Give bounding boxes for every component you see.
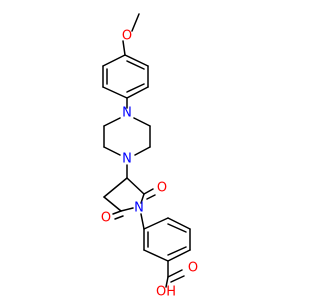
bond-c-oh: [165, 276, 169, 288]
bond-co-double-1: [167, 269, 183, 278]
bond-n-c5: [120, 207, 134, 212]
chemical-structure-diagram: O N N O N O O OH: [101, 13, 198, 300]
bond-ring2-inner-1: [167, 223, 187, 233]
bond-pip-a: [133, 117, 151, 127]
atom-n-imide: N: [134, 201, 144, 216]
bond-methyl-o: [131, 13, 140, 32]
atom-n-piperazine-top: N: [122, 106, 132, 121]
bond-c4-c3: [103, 177, 128, 198]
atom-o-upper-carbonyl: O: [157, 181, 167, 196]
atom-label-layer: O N N O N O O OH: [101, 29, 198, 300]
bond-ring1-d: [102, 86, 128, 99]
atom-o-methoxy: O: [122, 29, 132, 44]
bond-ring1-c: [126, 86, 149, 99]
bond-c5-c4: [103, 196, 122, 212]
bond-ring2-inner-2: [167, 246, 187, 256]
bond-c2-o-2: [146, 194, 156, 200]
bond-layer: [102, 13, 191, 288]
bond-ring2-e: [143, 249, 169, 262]
bond-c2-o-1: [143, 188, 154, 195]
bond-c5-o-1: [112, 210, 122, 215]
bond-c2-n: [140, 193, 145, 204]
bond-ring1-f: [102, 54, 126, 67]
bond-c5-o-2: [114, 215, 124, 220]
bond-pip-d: [103, 146, 121, 156]
bond-o-aryl: [122, 40, 126, 56]
bond-ring1-inner-1: [126, 60, 145, 70]
bond-ring2-d: [167, 249, 191, 262]
bond-pip-c: [134, 146, 151, 156]
atom-o-lower-carbonyl: O: [101, 211, 111, 226]
bond-ring1-a: [124, 54, 149, 67]
bond-ring2-a: [143, 217, 169, 230]
bond-ring1-inner-2: [126, 83, 145, 93]
structure-canvas: O N N O N O O OH: [101, 13, 198, 300]
bond-n-aryl2: [140, 213, 145, 230]
atom-o-acid-double: O: [188, 261, 198, 276]
bond-co-double-2: [170, 275, 185, 283]
bond-ring2-b: [167, 217, 191, 230]
bond-c3-c2: [126, 177, 145, 195]
atom-oh-acid: OH: [156, 285, 176, 300]
bond-pip-f: [103, 117, 121, 127]
atom-n-piperazine-bottom: N: [122, 152, 132, 167]
